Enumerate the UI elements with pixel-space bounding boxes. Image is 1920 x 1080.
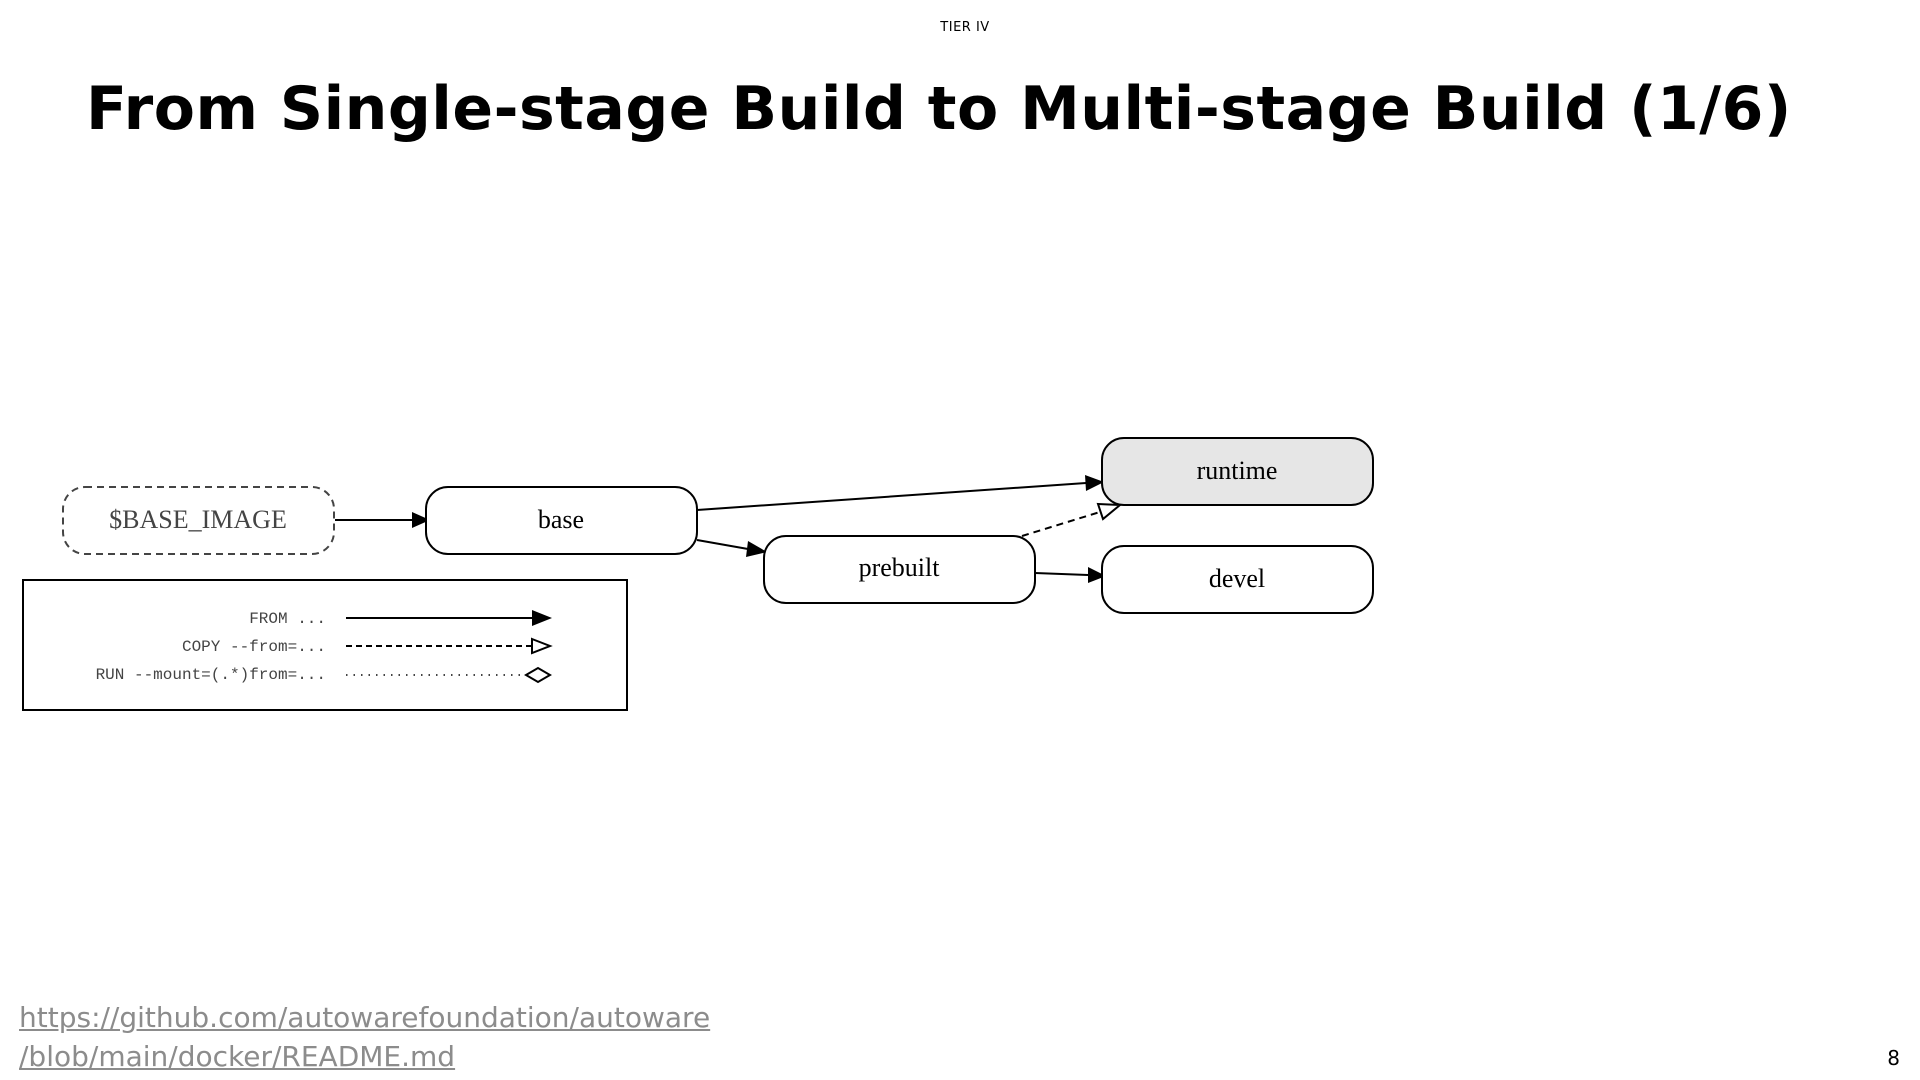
svg-text:prebuilt: prebuilt bbox=[859, 553, 941, 582]
edge-prebuilt-to-runtime-copy bbox=[1021, 502, 1123, 537]
edge-baseimage-to-base bbox=[335, 512, 430, 528]
node-prebuilt: prebuilt bbox=[763, 535, 1036, 604]
legend-run-label: RUN --mount=(.*)from=... bbox=[96, 666, 326, 684]
node-base: base bbox=[425, 486, 698, 555]
node-runtime: runtime bbox=[1101, 437, 1374, 506]
node-base-image: $BASE_IMAGE bbox=[62, 486, 335, 555]
source-link-line-2[interactable]: /blob/main/docker/README.md bbox=[19, 1040, 456, 1073]
header-brand: TIER IV bbox=[940, 20, 990, 35]
svg-text:devel: devel bbox=[1209, 564, 1265, 593]
slide-title: From Single-stage Build to Multi-stage B… bbox=[86, 74, 1792, 144]
edge-base-to-runtime bbox=[696, 475, 1104, 511]
edge-base-to-prebuilt bbox=[696, 539, 767, 557]
source-link-line-1[interactable]: https://github.com/autowarefoundation/au… bbox=[19, 1001, 711, 1034]
source-link[interactable]: https://github.com/autowarefoundation/au… bbox=[19, 998, 779, 1076]
legend-copy-label: COPY --from=... bbox=[182, 638, 326, 656]
legend: FROM ... COPY --from=... RUN --mount=(.*… bbox=[22, 579, 628, 711]
edge-prebuilt-to-devel bbox=[1034, 567, 1106, 583]
svg-text:runtime: runtime bbox=[1197, 456, 1278, 485]
svg-text:$BASE_IMAGE: $BASE_IMAGE bbox=[109, 505, 287, 534]
svg-text:base: base bbox=[538, 505, 584, 534]
node-devel: devel bbox=[1101, 545, 1374, 614]
legend-from-label: FROM ... bbox=[249, 610, 326, 628]
page-number: 8 bbox=[1887, 1046, 1900, 1070]
